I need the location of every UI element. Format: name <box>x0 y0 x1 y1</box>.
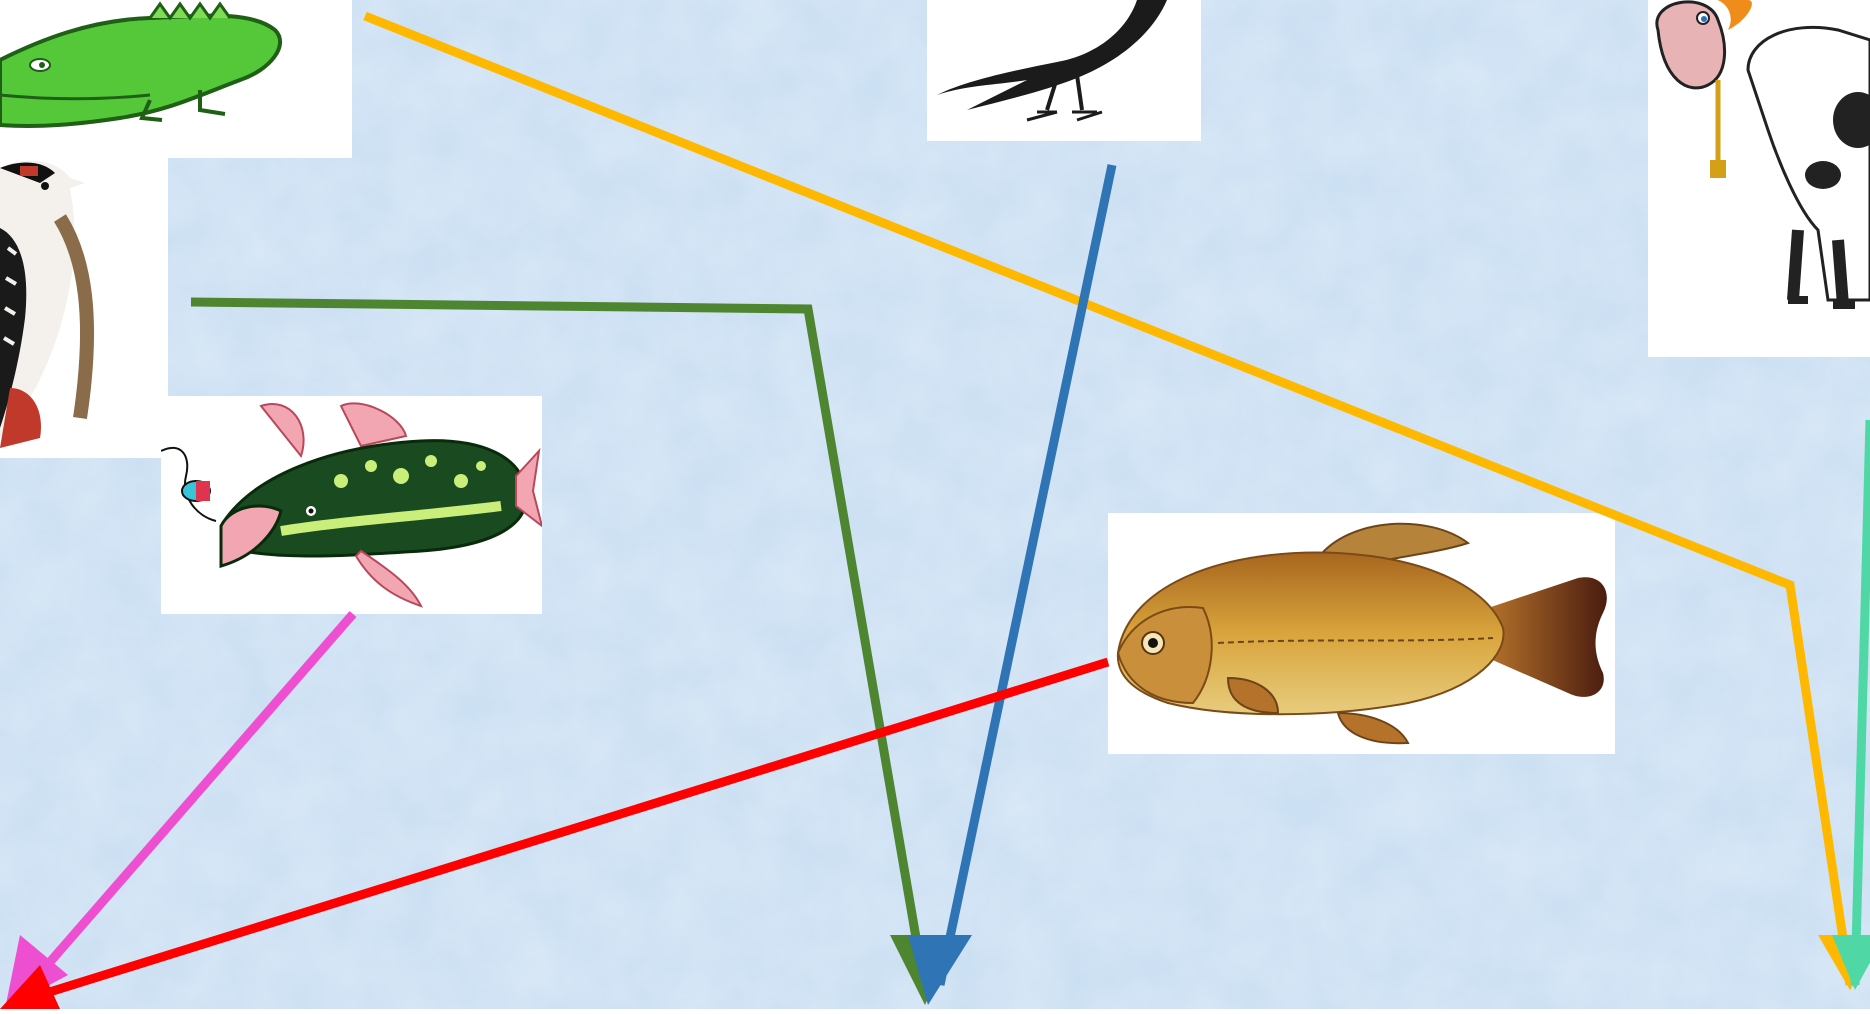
blue-arrowhead <box>908 935 972 1005</box>
crucian-carp-icon <box>1116 522 1607 745</box>
yellow-arrow-line <box>363 11 1855 986</box>
pike-card[interactable] <box>161 396 542 614</box>
woodpecker-card[interactable] <box>0 158 168 458</box>
crucian-carp-card[interactable] <box>1108 513 1615 754</box>
crow-icon <box>937 0 1167 122</box>
pink-arrow-line <box>26 611 357 988</box>
crow-card[interactable] <box>927 0 1201 141</box>
cow-card[interactable] <box>1648 0 1870 357</box>
cow-icon <box>1655 0 1870 309</box>
red-arrowhead <box>0 965 60 1009</box>
crocodile-icon <box>0 1 282 128</box>
teal-arrowhead <box>1832 935 1870 990</box>
blue-arrow-line <box>935 164 1117 986</box>
pike-icon <box>161 402 542 608</box>
woodpecker-icon <box>0 160 95 448</box>
teal-arrow-line <box>1850 419 1870 986</box>
green-arrow-line <box>190 297 930 991</box>
red-arrow-line <box>38 657 1110 1000</box>
crocodile-card[interactable] <box>0 0 352 158</box>
